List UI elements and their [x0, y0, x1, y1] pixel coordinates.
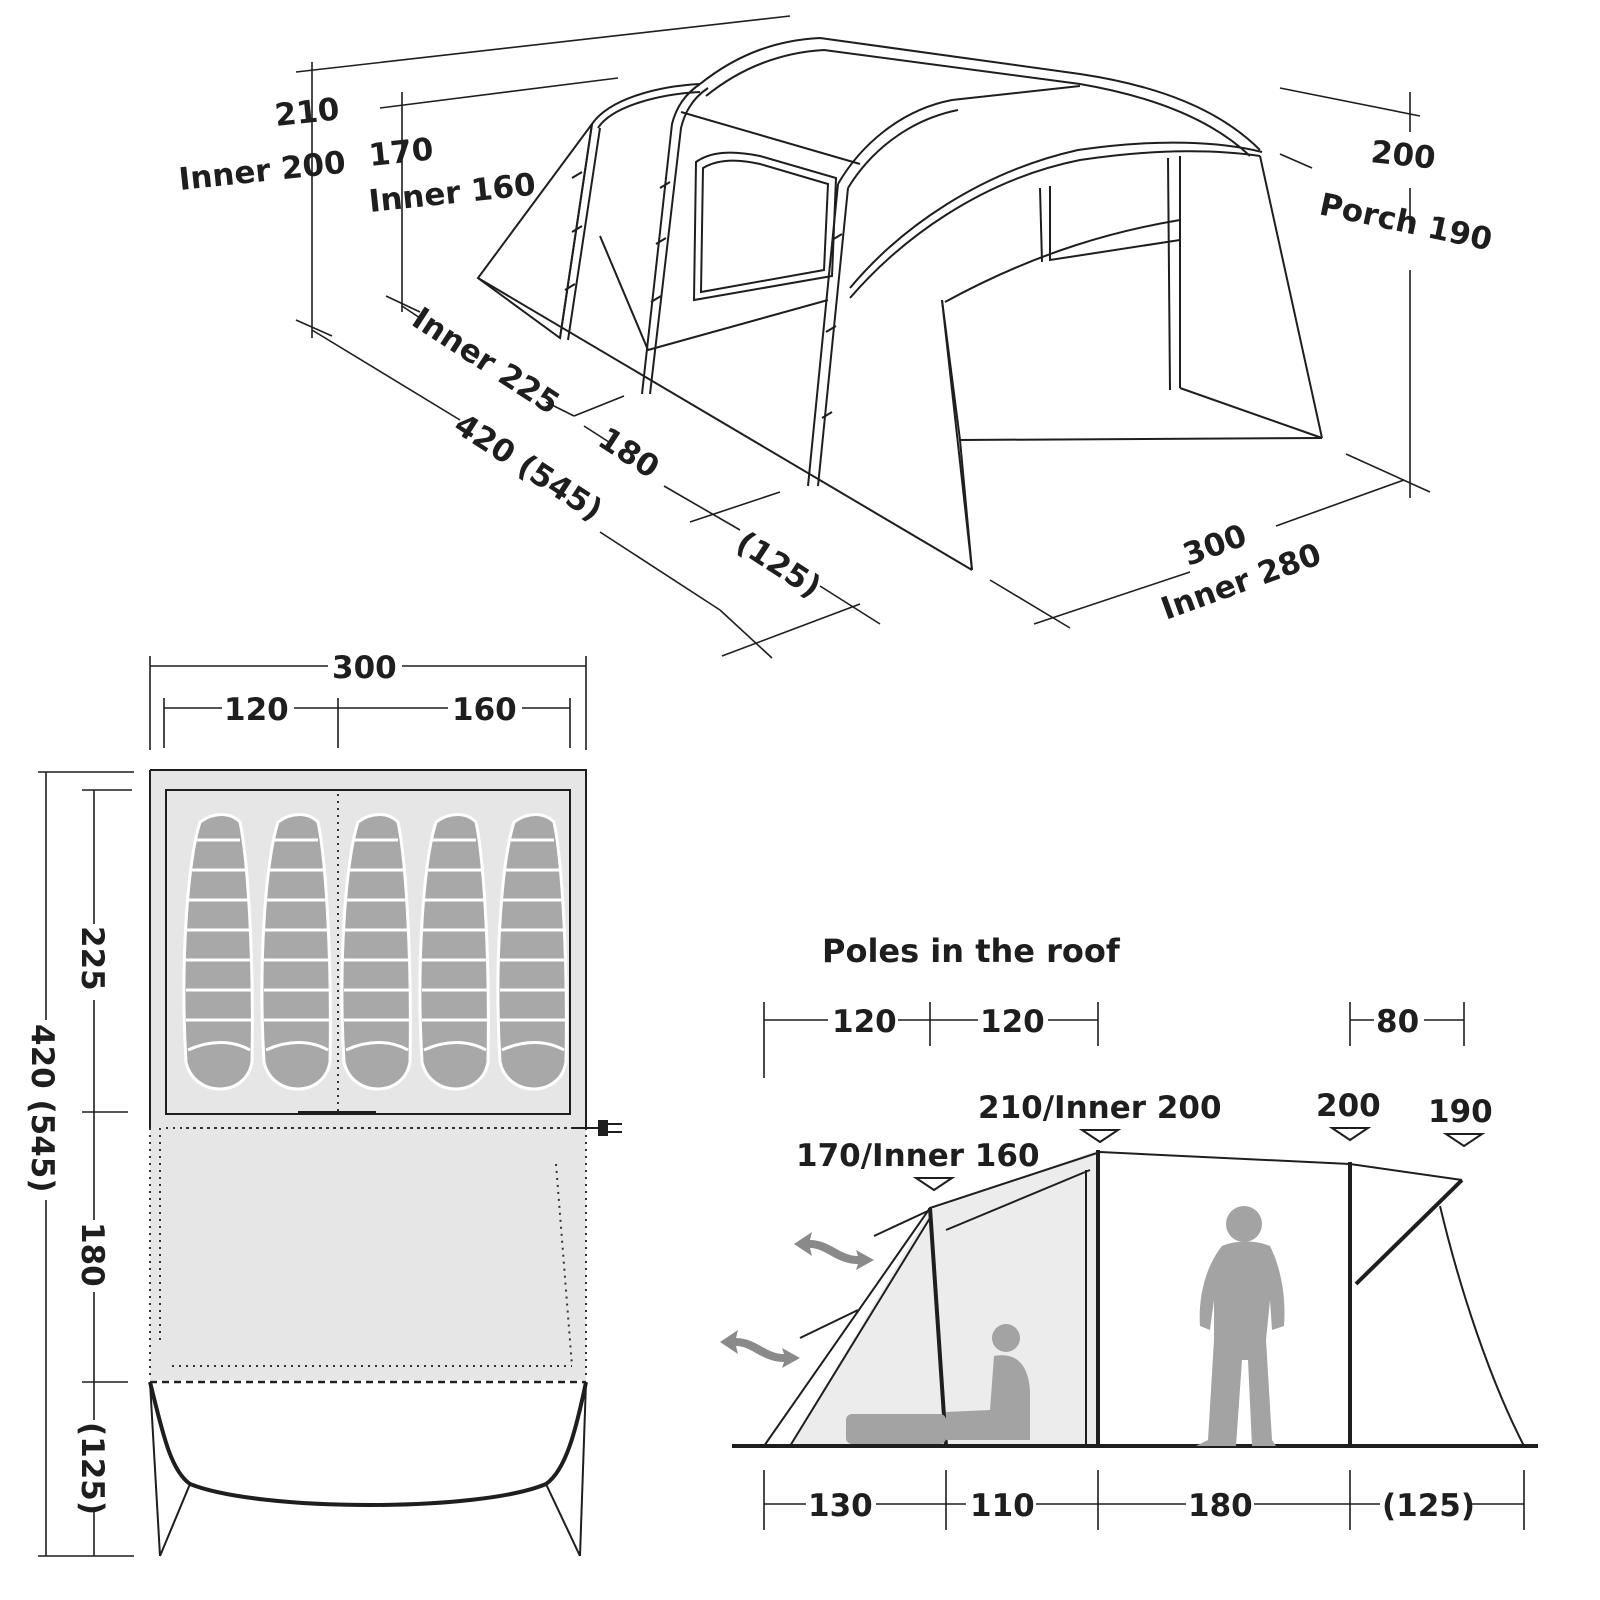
plan-right-part: 160 — [452, 692, 517, 728]
sleeping-bag-icon — [260, 813, 332, 1091]
iso-total-height: 210 — [273, 91, 341, 134]
side-pole-spacing-1: 120 — [832, 1004, 897, 1040]
side-bottom-dimensions — [763, 1470, 1525, 1530]
side-pole-spacing-2: 120 — [980, 1004, 1045, 1040]
plan-top-dimensions — [149, 656, 587, 750]
sleeping-bag-icon — [496, 813, 568, 1091]
plan-middle-length: 180 — [74, 1222, 110, 1287]
iso-total-height-inner: Inner 200 — [177, 145, 347, 198]
ventilation-arrow-icon — [720, 1330, 800, 1368]
iso-porch-height: Porch 190 — [1316, 187, 1495, 259]
plan-inner-length: 225 — [74, 926, 110, 991]
iso-porch-length: (125) — [730, 525, 828, 606]
side-height-back: 200 — [1316, 1088, 1381, 1124]
standing-person-icon — [1196, 1206, 1285, 1446]
plan-porch — [148, 1381, 588, 1507]
side-pole-spacing-3: 80 — [1376, 1004, 1419, 1040]
side-seg-3: 180 — [1188, 1488, 1253, 1524]
sleeping-bag-icon — [182, 813, 254, 1091]
power-plug-icon — [572, 1120, 622, 1136]
side-tent-outline — [732, 1150, 1538, 1448]
plan-porch-length: (125) — [74, 1422, 110, 1515]
sleeping-bag-icon — [418, 813, 490, 1091]
side-height-porch: 190 — [1428, 1094, 1493, 1130]
marker-triangle-icon — [1328, 1127, 1372, 1142]
sleeping-bag-icon — [340, 813, 412, 1091]
sleeping-bags — [182, 813, 568, 1091]
marker-triangle-icon — [912, 1177, 956, 1192]
side-seg-4: (125) — [1382, 1488, 1475, 1524]
side-pole-spacing — [763, 1002, 1465, 1078]
isometric-view: 210 Inner 200 170 Inner 160 200 Porch 19… — [177, 15, 1495, 659]
plan-left-dimensions — [38, 771, 134, 1557]
side-title: Poles in the roof — [822, 932, 1121, 970]
plan-inner-tent — [165, 789, 571, 1115]
side-height-front: 170/Inner 160 — [796, 1138, 1040, 1174]
iso-front-height-inner: Inner 160 — [367, 167, 537, 220]
side-seg-2: 110 — [970, 1488, 1035, 1524]
iso-total-length: 420 (545) — [448, 407, 609, 529]
plan-left-part: 120 — [224, 692, 289, 728]
isometric-tent-outline — [476, 36, 1323, 571]
iso-middle-length: 180 — [592, 421, 666, 486]
side-height-total: 210/Inner 200 — [978, 1090, 1222, 1126]
iso-front-height: 170 — [367, 131, 435, 174]
sitting-person-icon — [846, 1324, 1030, 1444]
side-view: Poles in the roof 120 120 80 210/Inner 2… — [720, 932, 1538, 1530]
plan-view: 300 120 160 420 (545) 225 180 (125) — [24, 650, 622, 1557]
ventilation-arrow-icon — [794, 1232, 874, 1270]
isometric-dimension-lines — [295, 15, 1431, 659]
iso-inner-length: Inner 225 — [406, 301, 566, 422]
side-seg-1: 130 — [808, 1488, 873, 1524]
marker-triangle-icon — [1078, 1129, 1122, 1144]
plan-width: 300 — [332, 650, 397, 686]
marker-triangle-icon — [1442, 1133, 1486, 1148]
iso-back-height: 200 — [1369, 134, 1437, 177]
plan-total-length: 420 (545) — [24, 1024, 60, 1193]
